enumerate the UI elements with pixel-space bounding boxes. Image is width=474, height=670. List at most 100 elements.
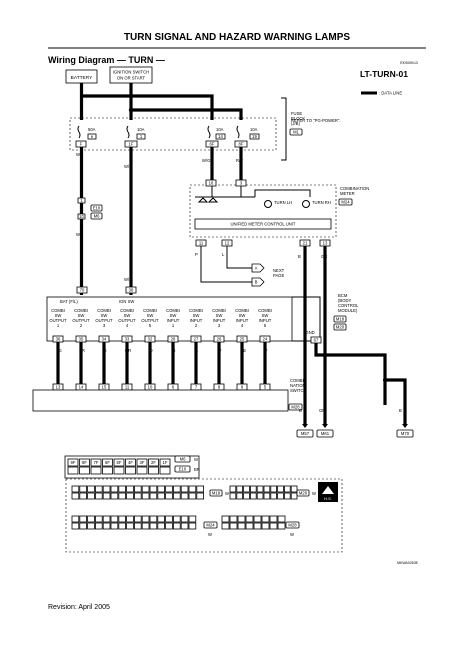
connector-pin — [283, 485, 291, 493]
svg-text:10A: 10A — [216, 127, 224, 132]
bcm-output-label: SW — [216, 313, 223, 318]
bcm-gnd-section — [292, 296, 321, 342]
connector-pin — [236, 485, 244, 493]
svg-text:38: 38 — [129, 288, 134, 293]
ground-label: M70 — [401, 431, 410, 436]
connector-pin — [180, 515, 189, 523]
conn-m28-tag — [285, 521, 300, 529]
connector-pin — [277, 515, 286, 523]
connector-pin — [221, 515, 230, 523]
bcm-connector-2 — [333, 323, 347, 331]
connector-pin — [87, 515, 95, 523]
bcm-output-label: INPUT — [259, 318, 272, 323]
connector-pin — [229, 515, 238, 523]
wire-label: R — [172, 348, 175, 353]
connector-cell — [90, 466, 102, 475]
wire-label: SB — [240, 348, 246, 353]
connector-pin — [180, 485, 189, 493]
bcm-box — [46, 296, 293, 342]
connector-cell — [125, 466, 136, 475]
switch-pin-label: 11 — [125, 385, 130, 390]
connector-pin — [236, 492, 244, 500]
connector-pin — [102, 522, 111, 530]
connector-pin — [256, 492, 264, 500]
connector-pin — [237, 515, 246, 523]
bcm-output-label: 5 — [149, 323, 152, 328]
connector-cell-label: 7F — [94, 460, 99, 465]
conn-m18-tag — [209, 489, 223, 497]
next-page-label-1: NEXT — [273, 268, 285, 273]
connector-cell-label: 2F — [151, 460, 156, 465]
connector-pin — [263, 485, 271, 493]
bcm-output-label: INPUT — [167, 318, 180, 323]
switch-pin-label: 6 — [172, 385, 175, 390]
switch-pin-label: 15 — [102, 385, 107, 390]
bcm-output-label: OUTPUT — [95, 318, 113, 323]
svg-text:B: B — [255, 280, 258, 285]
next-page-arrow-b — [251, 277, 265, 287]
connector-pin — [71, 515, 80, 523]
combi-switch-label-2: NATION — [290, 383, 306, 388]
fuse-4: 10A 19 8F — [234, 125, 260, 148]
junction-dot — [128, 93, 134, 99]
hs-icon — [322, 486, 334, 494]
battery-bus — [81, 94, 214, 120]
ground-icon — [302, 424, 308, 428]
conn-m18-color: W — [225, 491, 229, 496]
connector-pin — [165, 522, 173, 530]
diode-icon — [197, 197, 219, 203]
connector-pin — [87, 522, 95, 530]
bcm-output-label: SW — [124, 313, 131, 318]
connector-pin — [172, 515, 181, 523]
svg-text:6F: 6F — [210, 142, 215, 147]
section-title: Wiring Diagram — TURN — — [48, 55, 165, 65]
wire-label: P — [195, 252, 198, 257]
connector-cell-label: 1F — [163, 460, 168, 465]
connector-pin — [102, 492, 111, 500]
bcm-output-label: 4 — [126, 323, 129, 328]
bcm-output-label: COMBI — [235, 308, 249, 313]
connector-cell — [159, 458, 171, 467]
combi-switch-label-1: COMBI- — [290, 378, 306, 383]
connector-pin — [110, 515, 119, 523]
joint-m6 — [90, 212, 103, 220]
svg-text:67: 67 — [314, 338, 319, 343]
connector-pin — [172, 485, 181, 493]
connector-cell-label: 9F — [71, 460, 76, 465]
bcm-output-label: OUTPUT — [118, 318, 136, 323]
conn-m20-color: W — [312, 491, 316, 496]
connector-cell — [102, 466, 113, 475]
fuse-1: 50A e F — [75, 125, 97, 148]
connector-pin — [229, 485, 237, 493]
combi-switch-label-3: SWITCH — [290, 388, 307, 393]
wire-label: W/G — [202, 158, 210, 163]
svg-text:50A: 50A — [88, 127, 96, 132]
joint-box — [77, 213, 86, 220]
conn-e10-color: BR — [194, 467, 200, 472]
page-title: TURN SIGNAL AND HAZARD WARNING LAMPS — [124, 32, 350, 43]
bcm-pin-label: 26 — [217, 337, 222, 342]
ground-icon — [402, 424, 408, 428]
connector-pin — [102, 485, 111, 493]
bcm-label-4: MODULE) — [338, 308, 358, 313]
connector-pin — [133, 515, 142, 523]
wire-label: B — [298, 254, 301, 259]
bcm-output-label: COMBI — [97, 308, 111, 313]
bcm-output-label: SW — [101, 313, 108, 318]
svg-text:21: 21 — [303, 241, 308, 246]
fuse-block-connector — [289, 128, 303, 136]
battery-label: BATTERY — [71, 75, 93, 81]
connector-pin — [141, 522, 150, 530]
connector-cell-label: 5F — [117, 460, 122, 465]
revision: Revision: April 2005 — [48, 604, 110, 611]
bcm-pin-label: 32 — [148, 337, 153, 342]
connector-pin — [253, 522, 262, 530]
svg-text:14: 14 — [218, 134, 223, 139]
connector-pin — [71, 492, 80, 500]
switch-pin-label: 8 — [218, 385, 221, 390]
bcm-output-label: COMBI — [189, 308, 203, 313]
connector-pin — [172, 522, 181, 530]
diagram-id: LT-TURN-01 — [360, 69, 408, 79]
bcm-output-label: SW — [147, 313, 154, 318]
